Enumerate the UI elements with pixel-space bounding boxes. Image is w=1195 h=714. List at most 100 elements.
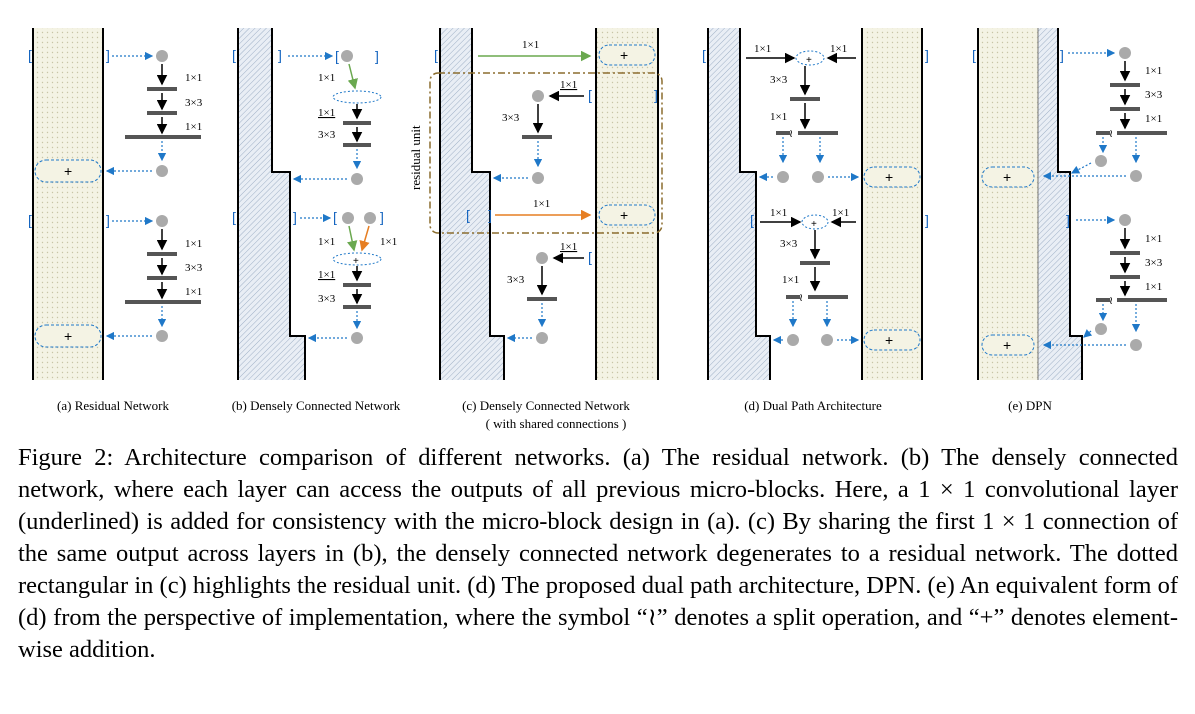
panel-a-caption: (a) Residual Network — [57, 398, 169, 413]
svg-text:+: + — [1003, 337, 1011, 353]
conv-bar — [343, 143, 371, 147]
feature-node — [156, 50, 168, 62]
panel-b-dense: [ ] [ ] 1×1 1×1 3×3 [ ] [ ] 1×1 1×1 + 1×… — [232, 28, 401, 413]
svg-text:]: ] — [654, 87, 658, 103]
svg-text:[: [ — [466, 207, 470, 223]
svg-text:3×3: 3×3 — [318, 293, 336, 305]
panel-d-dual-path: [ ] 1×1 1×1 + 3×3 1×1 ≀ + [ ] 1×1 1×1 + … — [702, 28, 929, 413]
panel-c-dense-shared: [ 1×1 + residual unit [ ] 1×1 3×3 [ ] 1×… — [408, 28, 663, 431]
conv-bar — [1110, 107, 1140, 111]
svg-text:+: + — [806, 55, 812, 66]
svg-text:1×1: 1×1 — [560, 79, 577, 91]
svg-text:+: + — [620, 207, 628, 223]
svg-text:1×1: 1×1 — [185, 286, 202, 298]
conv-bar — [790, 97, 820, 101]
svg-text:1×1: 1×1 — [1145, 65, 1162, 77]
svg-text:1×1: 1×1 — [830, 43, 847, 55]
svg-text:1×1: 1×1 — [754, 43, 771, 55]
svg-text:≀: ≀ — [1109, 128, 1113, 140]
svg-text:1×1: 1×1 — [1145, 113, 1162, 125]
svg-text:]: ] — [278, 47, 282, 63]
svg-text:3×3: 3×3 — [1145, 89, 1163, 101]
panel-a-residual: [ ] 1×1 3×3 1×1 + [ ] 1×1 3×3 1×1 + — [28, 28, 203, 413]
conv-bar — [147, 111, 177, 115]
svg-text:≀: ≀ — [789, 128, 793, 140]
svg-text:1×1: 1×1 — [185, 72, 202, 84]
svg-text:3×3: 3×3 — [185, 97, 203, 109]
svg-text:]: ] — [106, 212, 110, 228]
panel-c-caption: (c) Densely Connected Network — [462, 398, 630, 413]
panel-c-caption-sub: ( with shared connections ) — [486, 416, 627, 431]
feature-node — [1095, 155, 1107, 167]
feature-node — [342, 212, 354, 224]
feature-node — [351, 332, 363, 344]
feature-node — [536, 332, 548, 344]
conv-bar — [1110, 251, 1140, 255]
residual-unit-box — [429, 72, 663, 234]
svg-text:+: + — [64, 163, 72, 179]
svg-text:≀: ≀ — [799, 292, 803, 304]
conv-bar — [125, 135, 201, 139]
svg-text:residual unit: residual unit — [408, 125, 423, 190]
svg-text:+: + — [64, 328, 72, 344]
svg-text:]: ] — [375, 48, 379, 64]
svg-text:+: + — [620, 47, 628, 63]
svg-text:+: + — [885, 169, 893, 185]
conv-bar — [522, 135, 552, 139]
svg-text:]: ] — [1066, 212, 1070, 228]
feature-node — [536, 252, 548, 264]
svg-text:3×3: 3×3 — [507, 274, 525, 286]
svg-text:1×1: 1×1 — [560, 241, 577, 253]
svg-text:[: [ — [588, 249, 592, 265]
svg-text:[: [ — [972, 47, 976, 63]
conv-bar — [147, 252, 177, 256]
svg-text:1×1: 1×1 — [318, 236, 335, 248]
feature-node — [1130, 339, 1142, 351]
svg-text:+: + — [1003, 169, 1011, 185]
svg-text:]: ] — [1060, 47, 1064, 63]
svg-text:[: [ — [232, 47, 236, 63]
feature-node — [812, 171, 824, 183]
svg-text:3×3: 3×3 — [1145, 257, 1163, 269]
svg-text:+: + — [811, 219, 817, 230]
feature-node — [364, 212, 376, 224]
add-node — [34, 159, 102, 183]
svg-text:3×3: 3×3 — [185, 262, 203, 274]
svg-text:1×1: 1×1 — [782, 274, 799, 286]
svg-text:≀: ≀ — [1109, 295, 1113, 307]
conv-bar — [343, 283, 371, 287]
panel-e-dpn: [ ] 1×1 3×3 1×1 ≀ + ] 1×1 3×3 1×1 ≀ — [972, 28, 1167, 413]
conv-bar — [1110, 275, 1140, 279]
svg-text:]: ] — [925, 212, 929, 228]
svg-text:1×1: 1×1 — [185, 121, 202, 133]
svg-text:3×3: 3×3 — [318, 129, 336, 141]
feature-node — [1130, 170, 1142, 182]
conv-bar — [1110, 83, 1140, 87]
svg-text:1×1: 1×1 — [318, 72, 335, 84]
svg-text:]: ] — [925, 47, 929, 63]
svg-text:1×1: 1×1 — [832, 207, 849, 219]
conv-bar — [125, 300, 201, 304]
svg-text:+: + — [353, 256, 359, 267]
svg-text:]: ] — [380, 209, 384, 225]
svg-text:[: [ — [434, 47, 438, 63]
svg-text:1×1: 1×1 — [318, 107, 335, 119]
svg-text:]: ] — [293, 209, 297, 225]
feature-node — [821, 334, 833, 346]
feature-node — [156, 215, 168, 227]
conv-bar — [147, 87, 177, 91]
svg-text:1×1: 1×1 — [770, 207, 787, 219]
conv-bar — [527, 297, 557, 301]
feature-node — [1119, 47, 1131, 59]
svg-text:[: [ — [28, 212, 32, 228]
feature-node — [532, 172, 544, 184]
feature-node — [156, 165, 168, 177]
conv-bar — [800, 261, 830, 265]
svg-text:1×1: 1×1 — [1145, 233, 1162, 245]
svg-text:1×1: 1×1 — [770, 111, 787, 123]
svg-text:[: [ — [333, 209, 337, 225]
bracket-open: [ — [28, 47, 32, 63]
feature-node — [777, 171, 789, 183]
conv-bar — [147, 276, 177, 280]
bracket-close: ] — [106, 47, 110, 63]
